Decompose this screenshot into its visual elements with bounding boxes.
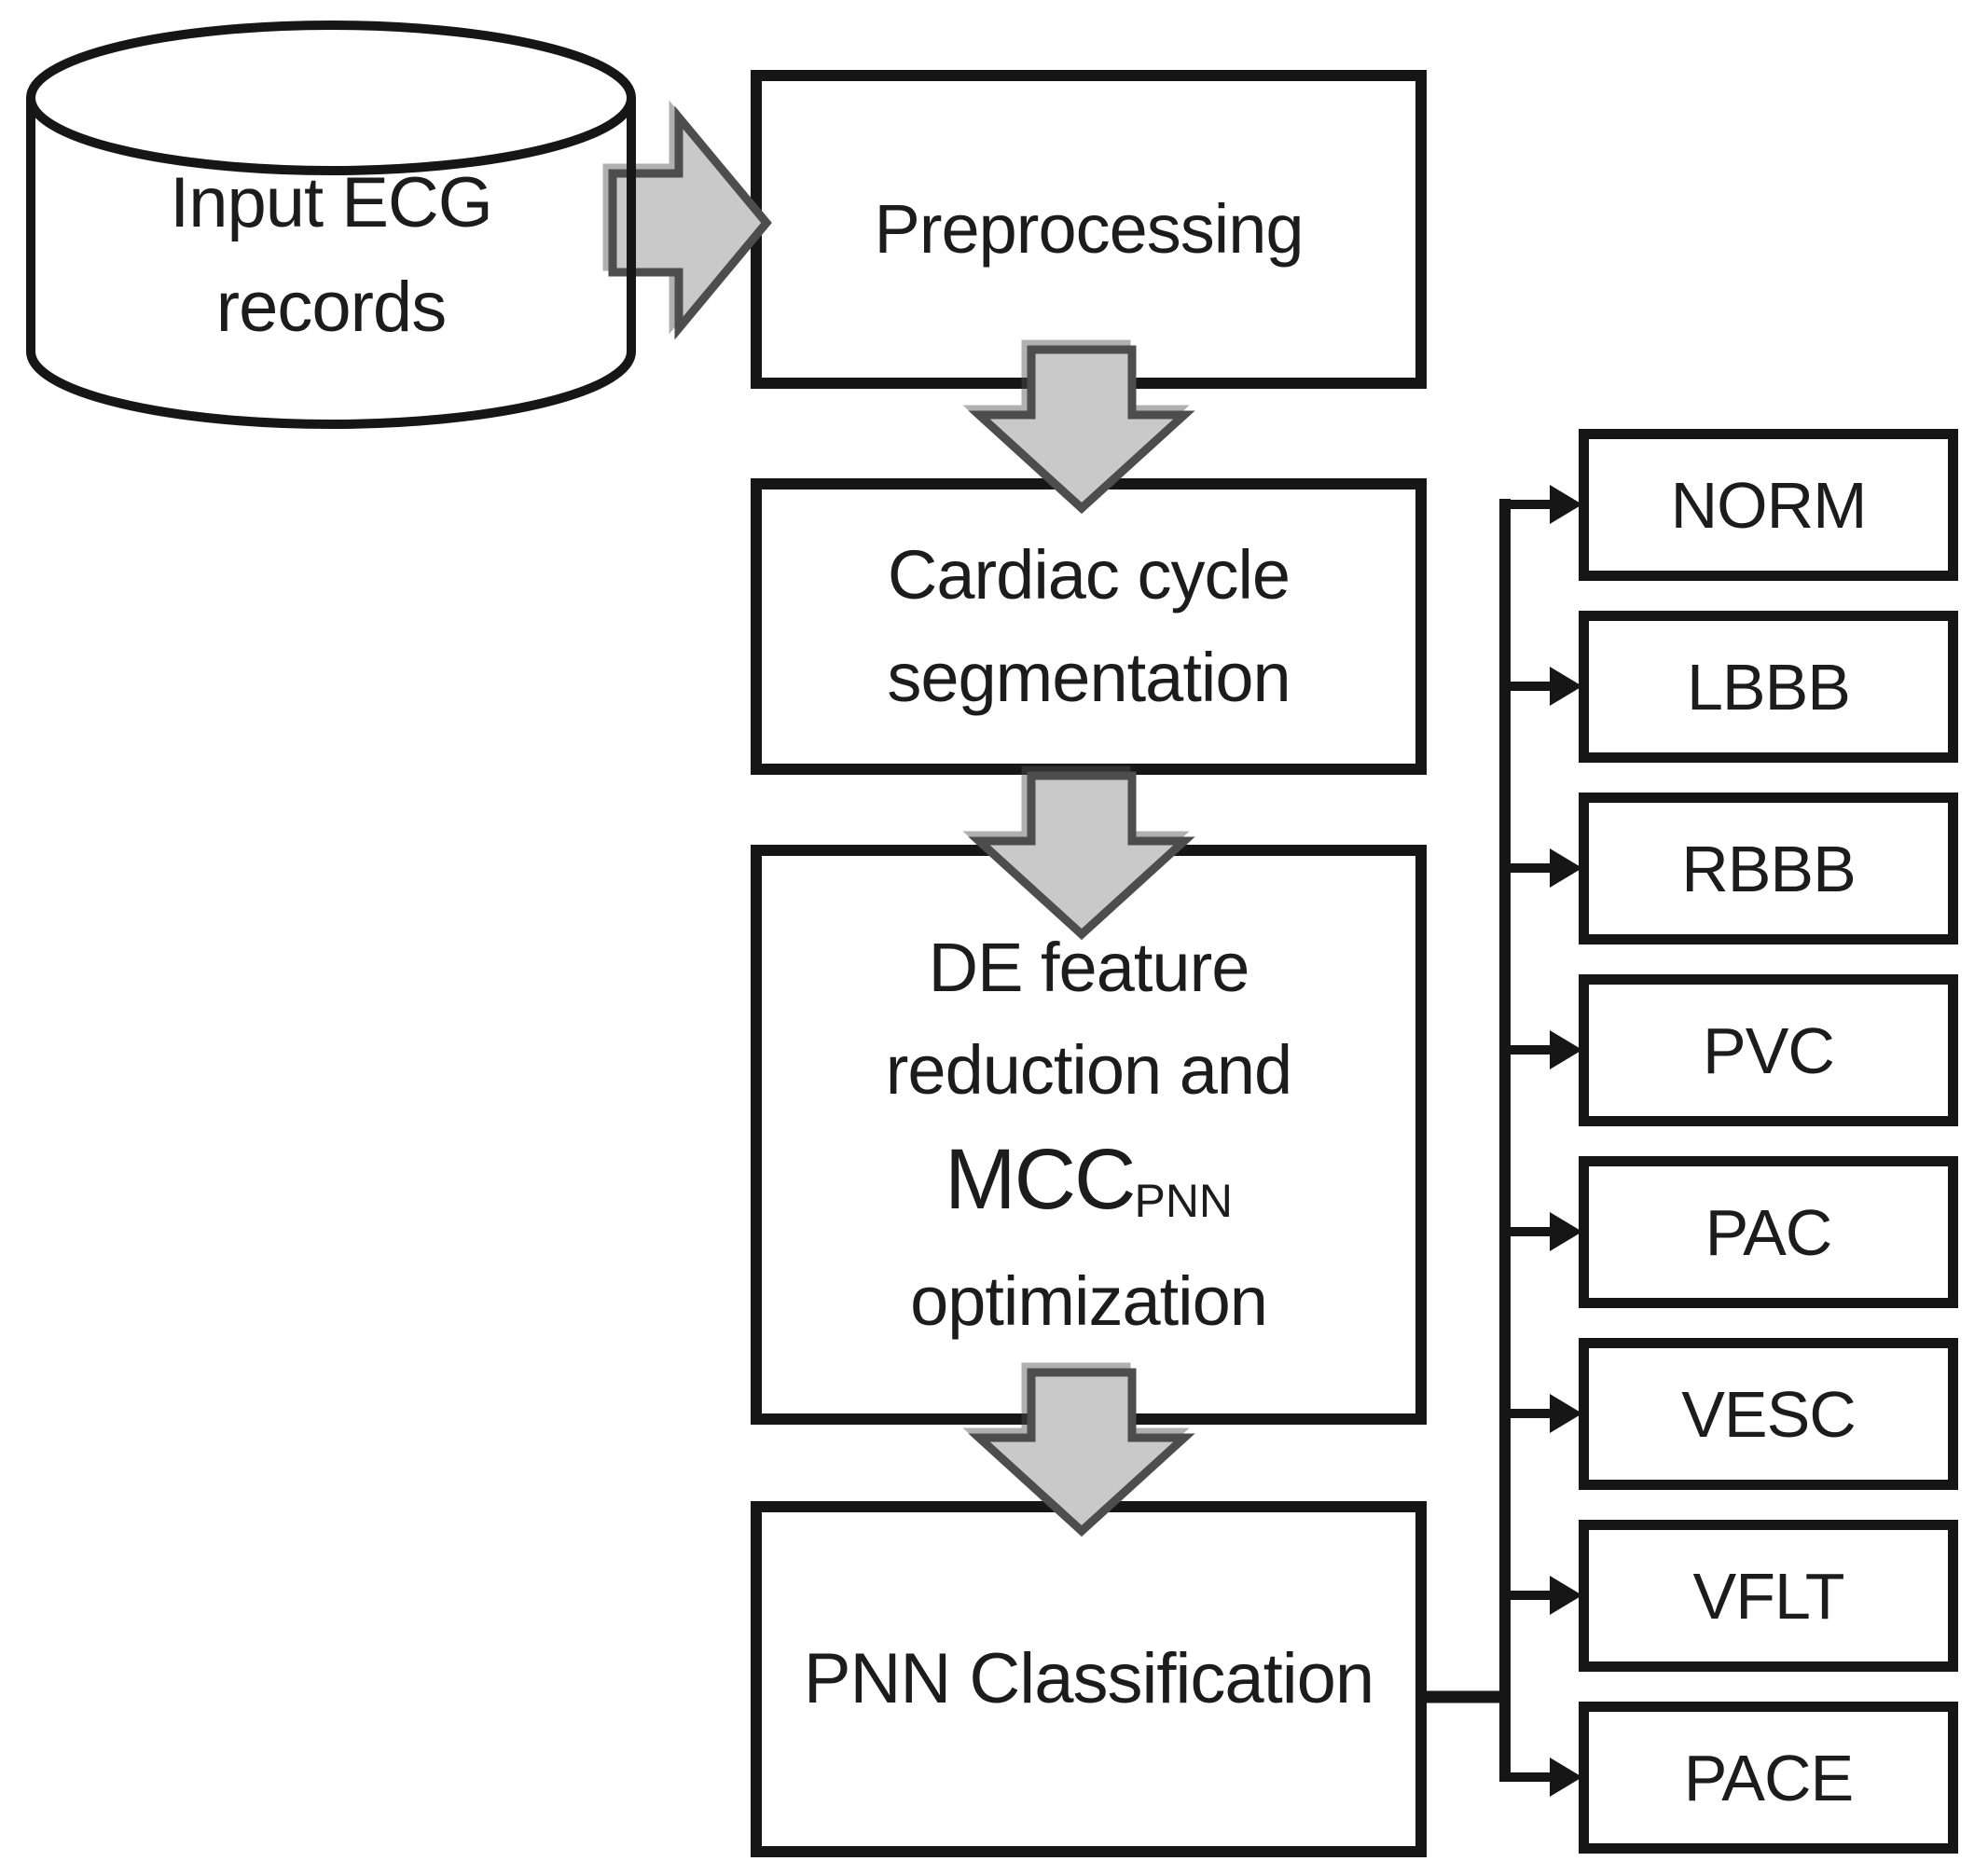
step-label-feature-mcc: MCCPNN (945, 1122, 1233, 1250)
step-label-segmentation-line2: segmentation (887, 639, 1291, 716)
output-label-vesc: VESC (1681, 1377, 1857, 1451)
database-label-line1: Input ECG (170, 163, 493, 242)
branch-arrow-rbbb (1499, 848, 1582, 888)
step-label-preprocessing: Preprocessing (874, 190, 1304, 268)
branch-arrowhead-icon (1550, 1030, 1582, 1069)
branch-arrowhead-icon (1550, 667, 1582, 706)
branch-arrow-pac (1499, 1212, 1582, 1251)
branch-arrowhead-icon (1550, 1576, 1582, 1615)
step-label-feature-line1: DE feature (928, 929, 1250, 1006)
step-box-feature-reduction: DE feature reduction and MCCPNN optimiza… (751, 845, 1427, 1425)
output-label-pace: PACE (1683, 1741, 1854, 1814)
branch-arrowhead-icon (1550, 1758, 1582, 1797)
output-box-lbbb: LBBB (1579, 611, 1958, 763)
step-label-feature-line4: optimization (910, 1262, 1268, 1340)
branch-arrowhead-icon (1550, 1394, 1582, 1433)
mcc-subscript-text: PNN (1134, 1175, 1234, 1227)
output-label-norm: NORM (1670, 468, 1868, 542)
flow-arrow-right-icon (608, 105, 772, 340)
output-box-pvc: PVC (1579, 974, 1958, 1126)
step-box-classification: PNN Classification (751, 1501, 1427, 1857)
branch-arrowhead-icon (1550, 485, 1582, 524)
branch-arrow-vflt (1499, 1576, 1582, 1615)
database-label-line2: records (215, 268, 447, 347)
step-label-classification: PNN Classification (803, 1639, 1374, 1718)
database-label: Input ECG records (31, 151, 631, 360)
output-box-norm: NORM (1579, 429, 1958, 581)
branch-arrow-vesc (1499, 1394, 1582, 1433)
output-box-rbbb: RBBB (1579, 793, 1958, 944)
output-box-vflt: VFLT (1579, 1520, 1958, 1672)
output-box-vesc: VESC (1579, 1338, 1958, 1490)
branch-arrow-norm (1499, 485, 1582, 524)
branch-arrow-pvc (1499, 1030, 1582, 1069)
mcc-main-text: MCC (944, 1132, 1137, 1227)
output-label-pac: PAC (1705, 1195, 1833, 1269)
step-box-preprocessing: Preprocessing (751, 70, 1427, 389)
output-label-lbbb: LBBB (1687, 650, 1851, 724)
output-box-pac: PAC (1579, 1156, 1958, 1308)
branch-arrowhead-icon (1550, 848, 1582, 888)
step-label-feature-line2: reduction and (885, 1031, 1292, 1109)
output-label-pvc: PVC (1703, 1013, 1835, 1087)
branch-arrowhead-icon (1550, 1212, 1582, 1251)
output-label-vflt: VFLT (1692, 1559, 1845, 1633)
step-box-segmentation: Cardiac cycle segmentation (751, 478, 1427, 775)
output-box-pace: PACE (1579, 1702, 1958, 1854)
output-label-rbbb: RBBB (1681, 832, 1857, 905)
database-cylinder-top (26, 21, 636, 175)
branch-arrow-pace (1499, 1758, 1582, 1797)
branch-arrow-lbbb (1499, 667, 1582, 706)
step-label-segmentation-line1: Cardiac cycle (887, 536, 1291, 614)
